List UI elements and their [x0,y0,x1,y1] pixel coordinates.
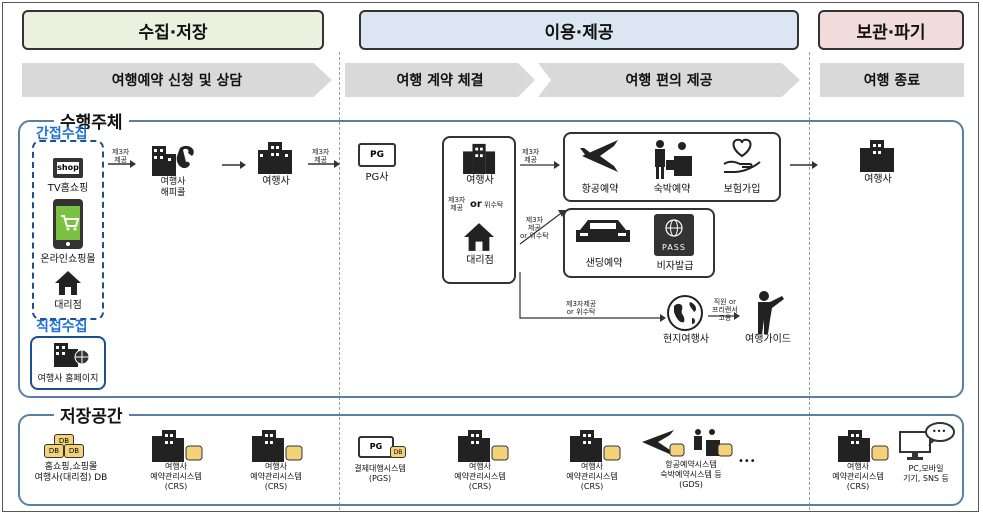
storage-devices-label: PC,모바일 기기, SNS 등 [903,464,949,483]
arrow-icon [222,161,246,169]
chat-dots: ••• [932,427,947,436]
airplane-icon [580,140,618,172]
indirect-box [32,140,104,320]
tv-shop-badge: shop [57,162,79,174]
building-db-icon [838,430,889,462]
flow-third-party-2: 제3자 제공 [312,148,330,164]
pg-company-label: PG사 [365,172,389,183]
globe-icon [665,219,683,237]
phase-collect: 수집·저장 [22,10,324,50]
step-convenience: 여행 편의 제공 [538,63,800,97]
db-icon: DB [390,446,406,458]
pg-tag: PG [369,442,383,451]
db-stack-icon: DB [64,444,84,458]
airline-label: 항공예약 [581,184,619,195]
travel-agency-end-label: 여행사 [864,174,892,185]
house-icon [55,271,81,295]
smartphone-cart-icon [53,199,83,249]
building-db-icon [458,430,509,462]
storage-crs-1-label: 여행사 예약관리시스템 (CRS) [150,462,202,491]
storage-crs-4-label: 여행사 예약관리시스템 (CRS) [566,462,618,491]
storage-panel [18,414,964,506]
happycall-label: 여행사 해피콜 [160,177,186,198]
building-db-icon [152,430,203,462]
storage-gds-label: 항공예약시스템 숙박예약시스템 등 (GDS) [660,460,722,489]
building-web-icon [54,343,90,367]
step-contract: 여행 계약 체결 [345,63,535,97]
visa-label: 비자발급 [656,261,694,272]
airplane-hotel-db-icon [642,429,733,457]
house-icon [464,223,494,251]
separator-2 [809,52,810,510]
direct-label: 직접수집 [36,319,88,335]
passport-icon [654,214,694,256]
tv-shopping-label: TV홈쇼핑 [47,183,89,194]
travel-agency-1-label: 여행사 [262,176,290,187]
storage-crs-3-label: 여행사 예약관리시스템 (CRS) [454,462,506,491]
sending-label: 샌딩예약 [585,258,623,269]
arrow-icon [519,210,566,245]
passport-word: PASS [662,243,686,252]
arrow-icon [790,161,818,169]
travel-agency-2-label: 여행사 [466,175,494,186]
flow-third-or-sub-line: 제3자제공 or 위수탁 [566,300,597,316]
car-icon [576,220,630,242]
globe-icon [667,295,703,331]
phase-keep: 보관·파기 [818,10,964,50]
flow-third-or-sub: 제3자 제공 or 위수탁 [520,216,549,240]
building-icon [463,143,496,174]
or-word: or [470,199,482,210]
flow-third-party-inner: 제3자 제공 [448,196,466,212]
arrow-icon [308,160,340,168]
insurance-label: 보험가입 [723,184,761,195]
storage-title: 저장공간 [54,402,129,427]
pg-badge: PG [362,150,392,161]
guide-label: 여행가이드 [745,334,791,345]
lodging-label: 숙박예약 [653,184,691,195]
db-stack-icon: DB [44,444,64,458]
arrow-icon [520,161,560,169]
arrow-icon [108,160,136,168]
storage-pgs-label: 결제대행시스템 (PGS) [354,464,406,483]
step-reservation: 여행예약 신청 및 상담 [22,63,332,97]
connector-line [519,272,666,322]
phase-use: 이용·제공 [359,10,799,50]
flow-third-party-1: 제3자 제공 [112,148,130,164]
storage-db-label: 홈쇼핑,쇼핑몰 여행사(대리점) DB [34,462,108,483]
arrow-icon [708,312,740,320]
storage-crs-2-label: 여행사 예약관리시스템 (CRS) [250,462,302,491]
subcontract-label: 위수탁 [484,201,504,209]
tour-guide-icon [758,291,784,334]
branch-2-label: 대리점 [466,255,494,266]
actors-panel [18,120,964,398]
separator-1 [339,52,340,510]
building-db-icon [252,430,303,462]
travel-homepage-label: 여행사 홈페이지 [37,374,99,384]
building-icon [258,142,292,174]
step-end: 여행 종료 [820,63,964,97]
pc-chat-icon [899,422,955,460]
online-mall-label: 온라인쇼핑몰 [40,254,96,265]
building-phone-icon [152,145,194,176]
flow-third-party-3: 제3자 제공 [522,148,540,164]
building-icon [860,140,894,172]
agency-branch-label: 대리점 [54,300,82,311]
hotel-reception-icon [655,140,692,179]
storage-crs-5-label: 여행사 예약관리시스템 (CRS) [832,462,884,491]
ellipsis: ••• [738,456,756,467]
actors-title: 수행주체 [54,108,129,133]
indirect-label: 간접수집 [36,126,88,142]
building-db-icon [570,430,621,462]
staff-or-freelance: 직원 or 프리랜서 고용 [712,298,738,322]
heart-hand-icon [723,138,761,173]
local-agency-label: 현지여행사 [663,334,709,345]
